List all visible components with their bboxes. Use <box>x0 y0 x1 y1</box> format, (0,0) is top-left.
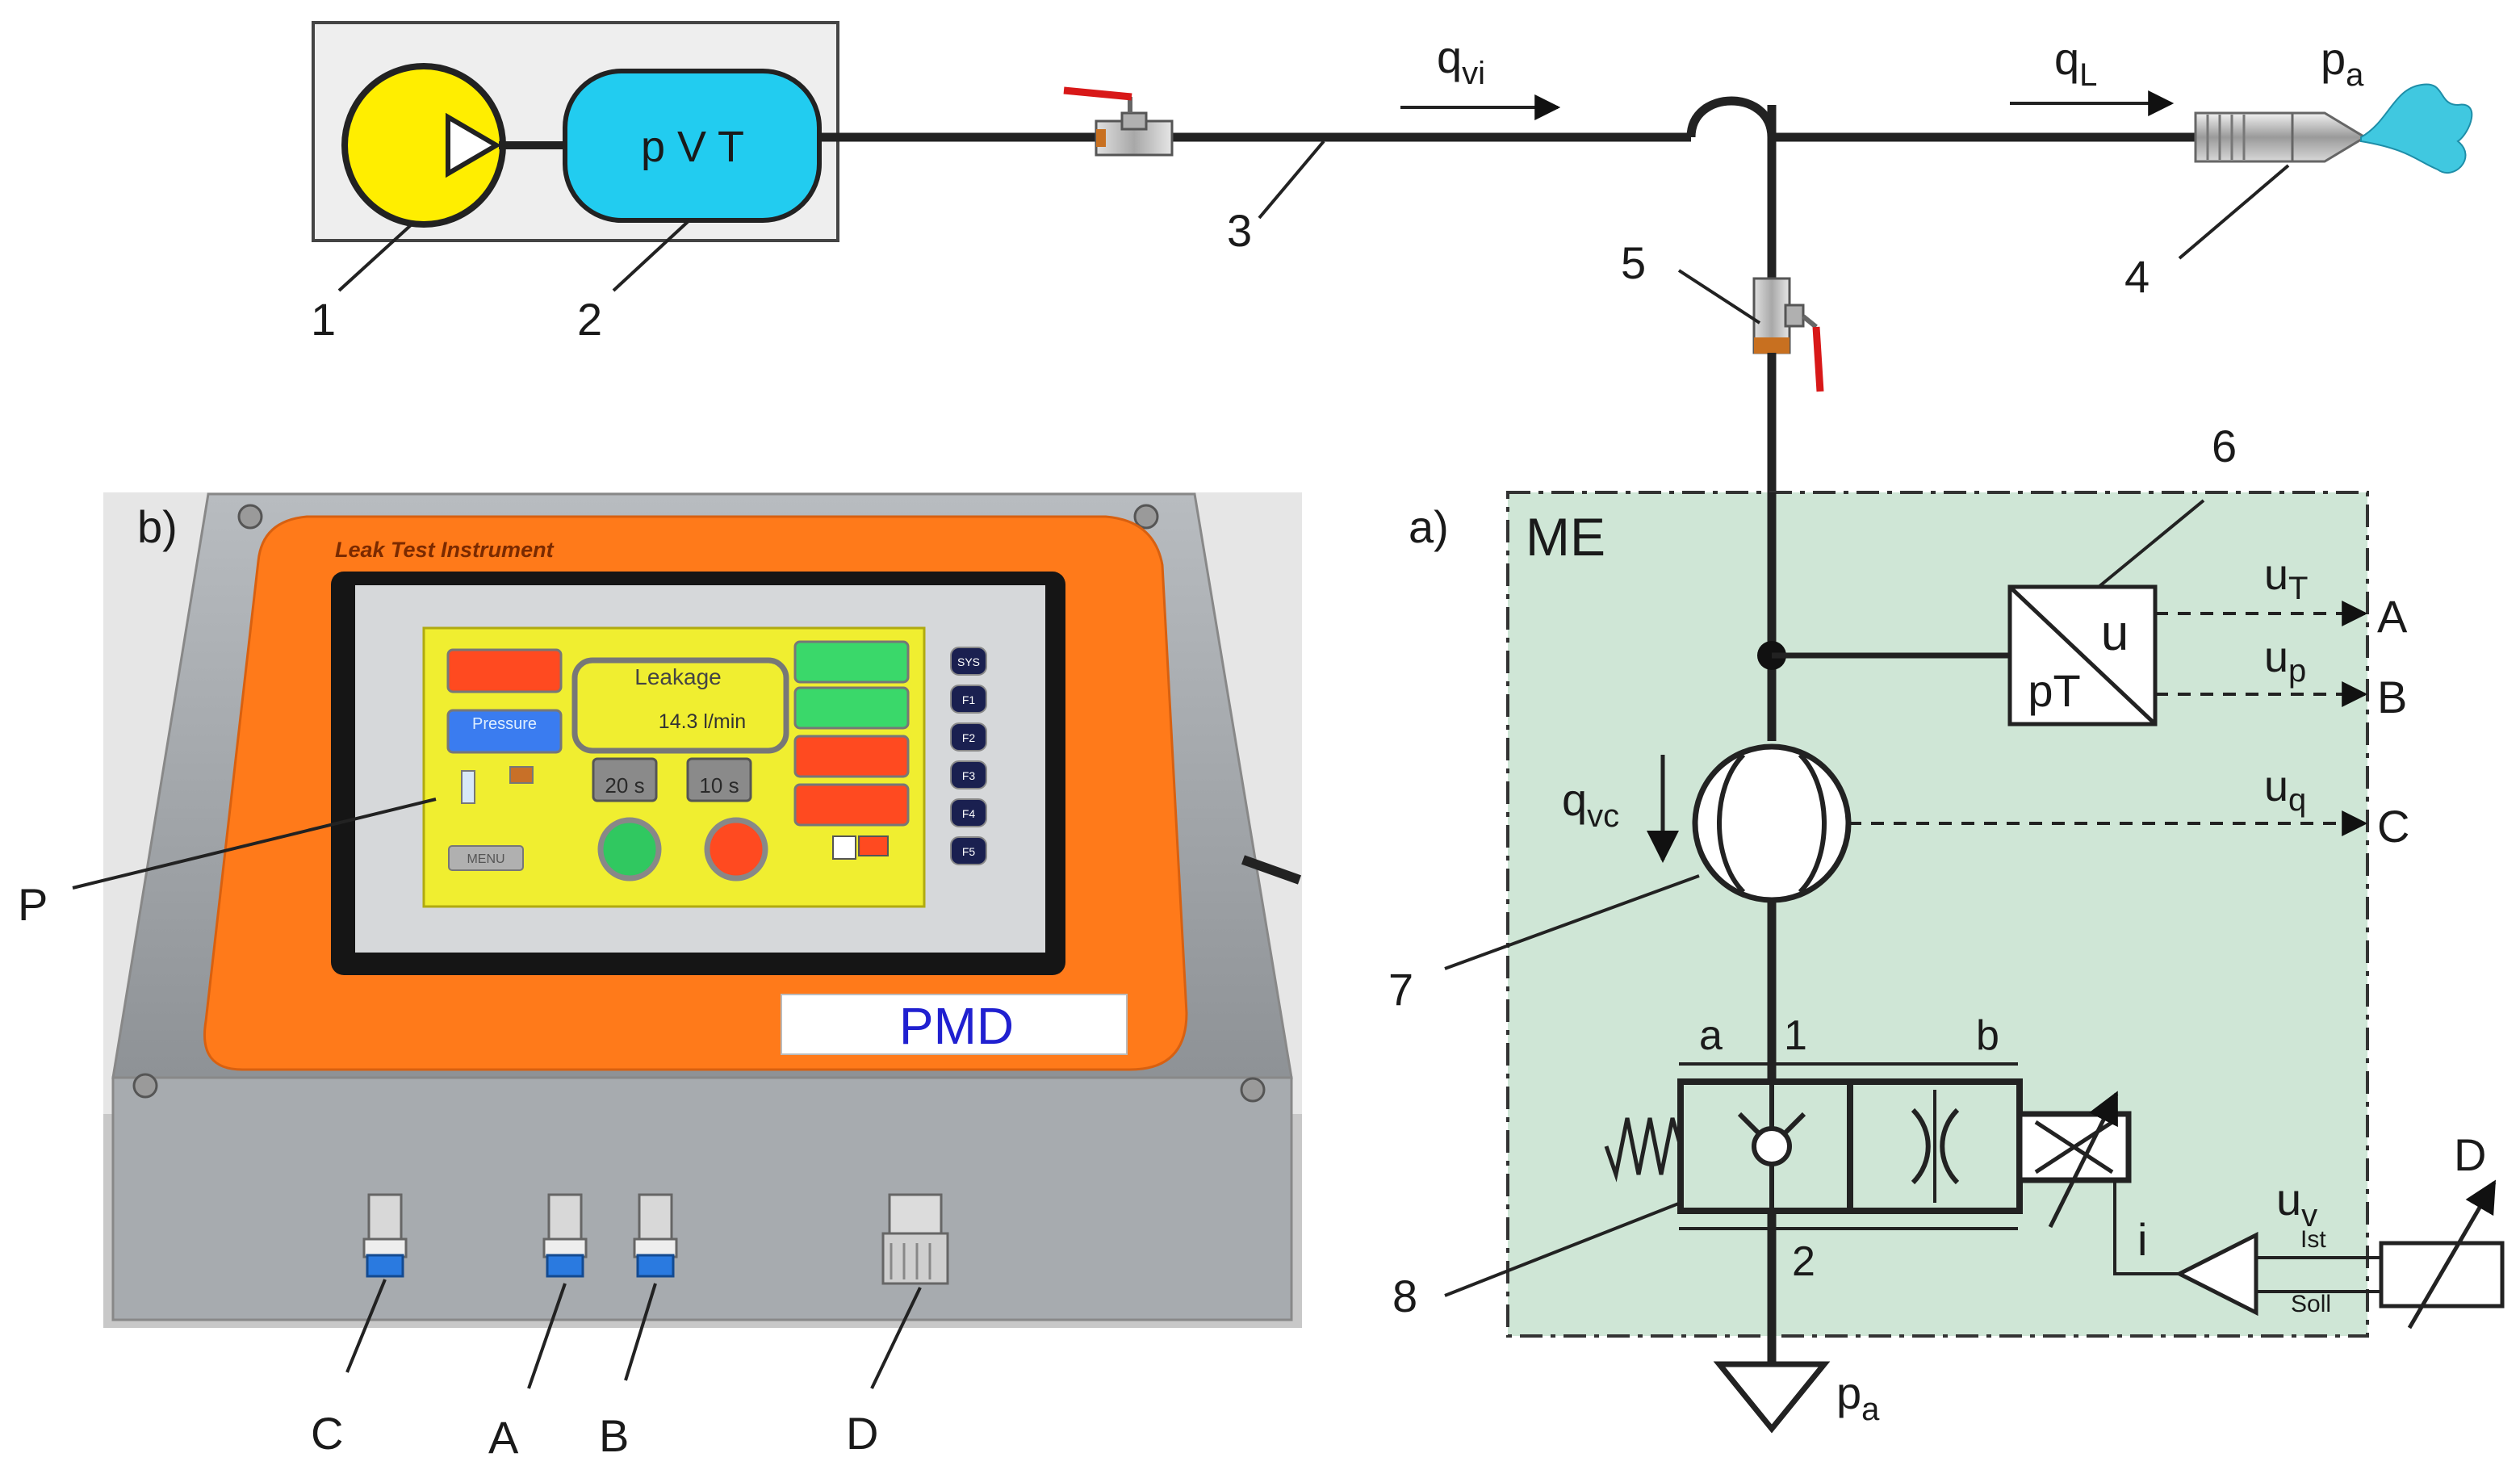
D-label-a: D <box>2454 1129 2486 1180</box>
supply-unit: p V T <box>312 21 839 242</box>
exhaust-label: pa <box>1836 1367 1880 1427</box>
uT-label: uT <box>2264 551 2308 606</box>
port-2: 2 <box>1792 1238 1815 1285</box>
cable-gland <box>881 1193 949 1285</box>
qvi-label: qvi <box>1437 31 1485 91</box>
pneumatic-connector <box>542 1193 588 1278</box>
out-A: A <box>2377 591 2408 642</box>
sensor-pT-text: pT <box>2028 665 2080 716</box>
me-title: ME <box>1526 507 1605 567</box>
instrument-title: Leak Test Instrument <box>335 538 555 562</box>
menu-button[interactable]: MENU <box>467 852 504 866</box>
function-key-label: F5 <box>962 845 976 858</box>
port-b: b <box>1976 1012 1999 1059</box>
current-i: i <box>2137 1214 2147 1265</box>
instrument-photo: Leak Test Instrument Pressure Leakage 14… <box>103 492 1302 1328</box>
qL-label: qL <box>2054 33 2097 93</box>
function-key[interactable] <box>950 722 987 752</box>
pump-label: 1 <box>311 294 336 345</box>
timer-1: 20 s <box>605 773 644 798</box>
tank-label: 2 <box>577 294 602 345</box>
ist-label: Ist <box>2300 1226 2326 1253</box>
flowmeter <box>1692 743 1852 903</box>
me-block <box>1506 491 2369 1338</box>
spray-icon <box>2360 83 2473 174</box>
port-D: D <box>846 1408 878 1459</box>
pipe-leader <box>1258 140 1325 220</box>
valve-label: 5 <box>1621 237 1646 288</box>
out-C: C <box>2377 801 2409 852</box>
function-key-label: F4 <box>962 807 976 820</box>
function-key-label: F3 <box>962 769 976 782</box>
main-pipe <box>819 96 2196 307</box>
function-key[interactable] <box>950 836 987 865</box>
pneumatic-connector <box>633 1193 678 1278</box>
timer-2: 10 s <box>699 773 739 798</box>
brand-label: PMD <box>899 997 1014 1055</box>
pressure-tank <box>563 69 822 223</box>
valve-block-label: 8 <box>1392 1271 1417 1321</box>
function-key-label: SYS <box>957 655 980 668</box>
pT-sensor: u pT <box>2007 584 2158 727</box>
function-key[interactable] <box>950 685 987 714</box>
ball-valve-main <box>1063 86 1174 157</box>
pointer-P: P <box>18 879 48 930</box>
port-1: 1 <box>1784 1012 1807 1059</box>
flowmeter-label: 7 <box>1388 964 1413 1015</box>
function-key[interactable] <box>950 760 987 789</box>
panel-a-label: a) <box>1409 501 1449 552</box>
uv-label: uv <box>2276 1174 2317 1233</box>
function-key-label: F2 <box>962 731 976 744</box>
qvc-label: qvc <box>1562 774 1619 834</box>
sensor-label: 6 <box>2212 421 2237 471</box>
uq-label: uq <box>2264 762 2306 818</box>
leakage-value: 14.3 l/min <box>659 710 746 733</box>
port-a: a <box>1699 1012 1723 1059</box>
function-key-label: F1 <box>962 693 976 706</box>
function-key[interactable] <box>950 647 987 676</box>
pa-label: pa <box>2321 33 2364 93</box>
leakage-label: Leakage <box>634 664 721 689</box>
function-key[interactable] <box>950 798 987 827</box>
nozzle-label: 4 <box>2124 251 2150 302</box>
soll-label: Soll <box>2291 1291 2331 1317</box>
pressure-label: Pressure <box>472 715 537 733</box>
panel-b-label: b) <box>137 501 178 552</box>
directional-valve <box>1604 1078 2132 1229</box>
up-label: up <box>2264 633 2306 689</box>
pipe-label: 3 <box>1227 205 1252 256</box>
sensor-u-text: u <box>2101 605 2129 661</box>
tank-text: p V T <box>641 123 744 171</box>
port-A: A <box>488 1412 519 1463</box>
nozzle <box>2194 111 2367 163</box>
port-C: C <box>311 1408 343 1459</box>
ball-valve-branch <box>1752 277 1824 392</box>
pump-triangle-icon <box>446 112 501 178</box>
out-B: B <box>2377 672 2407 722</box>
exhaust-symbol <box>1713 1361 1831 1434</box>
pneumatic-connector <box>362 1193 408 1278</box>
amplifier-symbol <box>2175 1231 2258 1317</box>
port-B: B <box>599 1410 629 1461</box>
